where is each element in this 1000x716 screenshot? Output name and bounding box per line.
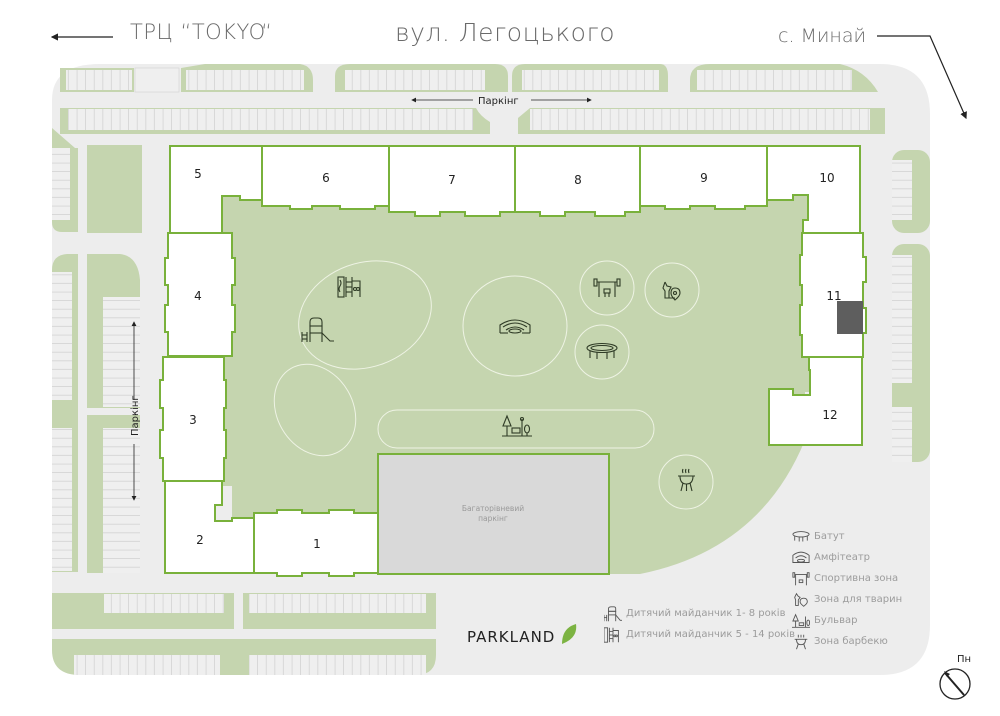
courtyard-green-area bbox=[222, 195, 860, 574]
destination-tokyo-label: ТРЦ “TOKYO“ bbox=[130, 20, 273, 44]
bottom-parking bbox=[52, 593, 436, 675]
building-number-12: 12 bbox=[822, 408, 837, 422]
bbq-zone bbox=[658, 454, 714, 510]
multilevel-parking-label-1: Багаторівневий bbox=[462, 504, 524, 513]
right-parking bbox=[892, 150, 930, 462]
playground-climbing-icon bbox=[337, 276, 361, 298]
building-1 bbox=[253, 509, 379, 577]
legend-label: Батут bbox=[814, 531, 845, 542]
building-8 bbox=[514, 145, 641, 217]
legend-label: Спортивна зона bbox=[814, 573, 899, 584]
legend-playgrounds: Дитячий майданчик 1- 8 років Дитячий май… bbox=[604, 603, 795, 645]
amphitheater-icon bbox=[792, 551, 810, 563]
trampoline-icon bbox=[792, 530, 810, 541]
building-number-7: 7 bbox=[448, 173, 456, 187]
playground-slide-icon bbox=[604, 605, 622, 621]
legend-item: Дитячий майданчик 5 - 14 років bbox=[604, 624, 795, 645]
legend-item: Амфітеатр bbox=[792, 547, 902, 568]
destination-minai-label: с. Минай bbox=[778, 25, 867, 47]
building-number-6: 6 bbox=[322, 171, 330, 185]
legend-label: Дитячий майданчик 1- 8 років bbox=[626, 608, 786, 619]
multilevel-parking-label-2: паркінг bbox=[478, 514, 508, 523]
pet-zone-icon bbox=[662, 281, 681, 301]
playground-zone bbox=[298, 260, 432, 370]
compass-icon bbox=[939, 668, 971, 700]
boulevard-zone bbox=[377, 409, 655, 449]
gym-zone bbox=[579, 260, 635, 316]
compass-north-label: Пн bbox=[957, 654, 972, 665]
building-12 bbox=[768, 356, 863, 446]
parkland-leaf-icon bbox=[562, 624, 577, 644]
building-9 bbox=[639, 145, 768, 210]
legend-label: Зона барбекю bbox=[814, 636, 888, 647]
boulevard-icon bbox=[792, 613, 810, 628]
trampoline-zone bbox=[574, 324, 630, 380]
top-parking-label: Паркінг bbox=[478, 95, 519, 107]
legend-label: Зона для тварин bbox=[814, 594, 903, 605]
top-parking-row-2 bbox=[60, 108, 885, 134]
legend-label: Бульвар bbox=[814, 615, 858, 626]
legend-amenities: Батут Амфітеатр Спортивна зона Зона для … bbox=[792, 526, 902, 652]
building-number-10: 10 bbox=[819, 171, 834, 185]
playground-climbing-icon bbox=[604, 626, 619, 643]
building-2 bbox=[164, 480, 255, 574]
building-number-9: 9 bbox=[700, 171, 708, 185]
legend-item: Зона барбекю bbox=[792, 631, 902, 652]
street-name-label: вул. Легоцького bbox=[395, 18, 616, 47]
building-number-3: 3 bbox=[189, 413, 197, 427]
boulevard-icon bbox=[502, 414, 532, 437]
gym-icon bbox=[593, 278, 621, 297]
bbq-icon bbox=[678, 468, 695, 492]
building-number-2: 2 bbox=[196, 533, 204, 547]
building-4 bbox=[164, 232, 236, 357]
building-10 bbox=[766, 145, 861, 234]
building-3 bbox=[159, 356, 227, 482]
legend-label: Дитячий майданчик 5 - 14 років bbox=[626, 629, 796, 640]
playground-slide-icon bbox=[301, 317, 334, 342]
pet-zone-icon bbox=[794, 592, 808, 607]
legend-item: Дитячий майданчик 1- 8 років bbox=[604, 603, 795, 624]
gym-icon bbox=[792, 571, 810, 585]
legend-item: Спортивна зона bbox=[792, 568, 902, 589]
top-parking-row-1 bbox=[60, 64, 878, 93]
left-parking bbox=[52, 128, 142, 573]
building-11-highlight bbox=[837, 301, 863, 334]
amphitheater-icon bbox=[499, 319, 531, 334]
parkland-logo: PARKLAND bbox=[467, 628, 556, 646]
building-number-1: 1 bbox=[313, 537, 321, 551]
bbq-icon bbox=[794, 634, 808, 649]
legend-label: Амфітеатр bbox=[814, 552, 870, 563]
small-zone bbox=[273, 363, 357, 457]
building-number-11: 11 bbox=[826, 289, 841, 303]
amphitheater-zone bbox=[462, 275, 568, 377]
building-number-8: 8 bbox=[574, 173, 582, 187]
minai-direction-arrow bbox=[877, 35, 967, 120]
left-parking-label: Паркінг bbox=[129, 395, 141, 436]
legend-item: Зона для тварин bbox=[792, 589, 902, 610]
pet-zone bbox=[644, 262, 700, 318]
legend-item: Бульвар bbox=[792, 610, 902, 631]
trampoline-icon bbox=[586, 342, 618, 359]
building-number-5: 5 bbox=[194, 167, 202, 181]
building-number-4: 4 bbox=[194, 289, 202, 303]
legend-item: Батут bbox=[792, 526, 902, 547]
